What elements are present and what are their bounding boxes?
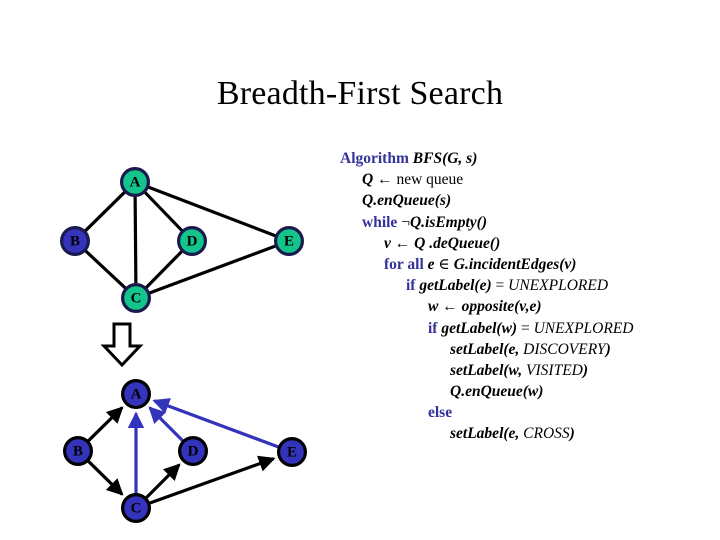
code-line: w ← opposite(v,e) <box>340 296 712 317</box>
page-title: Breadth-First Search <box>216 75 504 112</box>
code-token: e <box>427 255 439 273</box>
down-arrow-icon <box>100 322 144 368</box>
code-token: opposite(v,e) <box>461 298 542 316</box>
code-token: VISITED <box>526 361 583 379</box>
code-token: Algorithm <box>340 150 413 167</box>
code-token: w <box>428 298 439 316</box>
node-label-B: B <box>70 234 80 250</box>
code-token: new queue <box>396 171 464 189</box>
node-label-A: A <box>131 387 142 403</box>
code-token: setLabel(w, <box>450 361 527 379</box>
code-token: for all <box>384 255 428 273</box>
graph-top-edges <box>83 185 277 295</box>
edge-B-A <box>86 406 124 443</box>
code-token: if <box>406 277 420 295</box>
edge-B-C <box>84 249 127 290</box>
node-D: D <box>177 225 208 256</box>
down-arrow-shape <box>100 322 144 368</box>
node-D: D <box>178 435 209 466</box>
code-token: CROSS <box>523 425 570 443</box>
code-line: if getLabel(e) = UNEXPLORED <box>340 275 712 296</box>
edge-C-D <box>144 249 184 290</box>
code-line: setLabel(e, CROSS) <box>340 423 712 444</box>
node-B: B <box>63 435 93 466</box>
code-line: for all e ∈ G.incidentEdges(v) <box>340 254 712 275</box>
code-token: while <box>362 213 402 231</box>
node-label-C: C <box>131 291 142 307</box>
code-token: = <box>491 277 509 295</box>
edge-A-B <box>83 190 127 233</box>
graph-undirected: A B D E C <box>60 167 305 314</box>
edge-A-C <box>133 195 138 285</box>
node-C: C <box>120 283 151 314</box>
code-line: Algorithm BFS(G, s) <box>340 148 712 169</box>
node-label-C: C <box>131 501 142 517</box>
code-line: Q ← new queue <box>340 169 712 190</box>
code-token: else <box>428 404 453 422</box>
code-token: UNEXPLORED <box>508 277 609 295</box>
code-token: ) <box>605 340 611 358</box>
node-E: E <box>277 436 308 467</box>
node-B: B <box>60 225 90 256</box>
edge-C-E <box>148 244 277 295</box>
edge-E-A <box>152 398 280 449</box>
node-label-D: D <box>188 444 199 460</box>
code-line: Q.enQueue(w) <box>340 381 712 402</box>
node-label-A: A <box>130 175 141 191</box>
code-token: getLabel(e) <box>419 277 492 295</box>
edge-B-C <box>86 459 124 496</box>
code-line: setLabel(e, DISCOVERY) <box>340 339 712 360</box>
code-line: setLabel(w, VISITED) <box>340 360 712 381</box>
node-C: C <box>120 492 151 523</box>
code-token: G.incidentEdges(v) <box>453 255 577 273</box>
code-line: v ← Q .deQueue() <box>340 233 712 254</box>
code-token: ∈ <box>438 255 454 273</box>
code-token: Q .deQueue() <box>414 234 501 252</box>
node-E: E <box>274 225 305 256</box>
code-token: setLabel(e, <box>450 340 524 358</box>
code-line: while ¬Q.isEmpty() <box>340 212 712 233</box>
node-label-E: E <box>284 234 294 250</box>
edge-D-A <box>148 406 185 443</box>
graph-bottom-edges <box>86 398 280 505</box>
code-token: Q <box>362 171 374 189</box>
node-A: A <box>120 379 151 409</box>
graph-top-nodes: A B D E C <box>60 167 305 314</box>
code-token: UNEXPLORED <box>533 319 634 337</box>
code-token: ) <box>569 425 575 443</box>
code-token: ← <box>438 298 462 316</box>
code-line: Q.enQueue(s) <box>340 190 712 211</box>
code-token: DISCOVERY <box>523 340 606 358</box>
node-label-D: D <box>187 234 198 250</box>
edge-A-D <box>143 190 184 233</box>
code-token: getLabel(w) <box>441 319 518 337</box>
code-token: ¬ <box>401 213 410 231</box>
node-label-B: B <box>73 444 83 460</box>
code-token: v <box>384 234 391 252</box>
node-A: A <box>119 167 150 197</box>
code-token: Q.enQueue(s) <box>362 192 452 210</box>
code-token: if <box>428 319 442 337</box>
edge-A-E <box>147 185 277 238</box>
graph-bottom-nodes: A B D E C <box>63 379 308 523</box>
code-token: = <box>517 319 534 337</box>
code-token: Q.isEmpty() <box>409 213 487 231</box>
code-token: ) <box>582 361 589 379</box>
code-token: BFS(G, s) <box>412 150 478 167</box>
code-token: ← <box>373 171 397 189</box>
edge-C-D <box>144 463 181 500</box>
code-line: else <box>340 402 712 423</box>
edge-C-E <box>148 455 276 505</box>
node-label-E: E <box>287 445 297 461</box>
code-token: Q.enQueue(w) <box>450 383 544 401</box>
code-token: ← <box>390 234 415 252</box>
code-token: setLabel(e, <box>450 425 524 443</box>
graph-directed-bfs: A B D E C <box>63 379 308 523</box>
code-line: if getLabel(w) = UNEXPLORED <box>340 318 712 339</box>
